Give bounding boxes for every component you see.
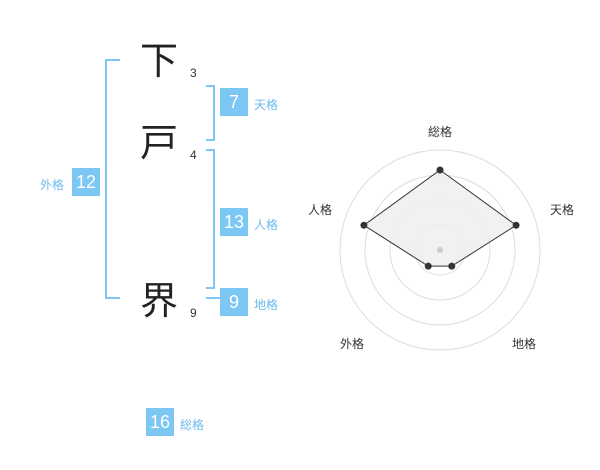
- soukaku-label: 総格: [180, 418, 205, 432]
- radar-polygon: [363, 169, 517, 267]
- name-char-2: 戸: [140, 121, 179, 165]
- gaikaku-bracket: [105, 59, 120, 299]
- tenkaku-bracket: [206, 85, 215, 141]
- radar-label-soukaku: 総格: [428, 125, 453, 139]
- stroke-count-1: 3: [190, 66, 197, 80]
- radar-point-1: [436, 166, 444, 174]
- radar-ring: [339, 149, 541, 351]
- gaikaku-label: 外格: [40, 178, 65, 192]
- jinkaku-label: 人格: [254, 218, 279, 232]
- name-char-3: 界: [140, 279, 179, 323]
- jinkaku-bracket: [206, 149, 215, 289]
- radar-point-2: [512, 221, 520, 229]
- tenkaku-label: 天格: [254, 98, 279, 112]
- tenkaku-value: 7: [220, 88, 248, 116]
- chikaku-value: 9: [220, 288, 248, 316]
- radar-label-tenkaku: 天格: [550, 203, 575, 217]
- radar-label-chikaku: 地格: [512, 337, 537, 351]
- jinkaku-value: 13: [220, 208, 248, 236]
- soukaku-value: 16: [146, 408, 174, 436]
- radar-label-jinkaku: 人格: [308, 203, 333, 217]
- stroke-count-2: 4: [190, 148, 197, 162]
- name-char-1: 下: [140, 39, 179, 83]
- radar-point-4: [424, 262, 432, 270]
- gaikaku-value: 12: [72, 168, 100, 196]
- stroke-count-3: 9: [190, 306, 197, 320]
- chikaku-label: 地格: [254, 298, 279, 312]
- radar-center: [437, 247, 443, 253]
- radar-point-3: [448, 262, 456, 270]
- radar-point-5: [360, 221, 368, 229]
- radar-label-gaikaku: 外格: [340, 337, 365, 351]
